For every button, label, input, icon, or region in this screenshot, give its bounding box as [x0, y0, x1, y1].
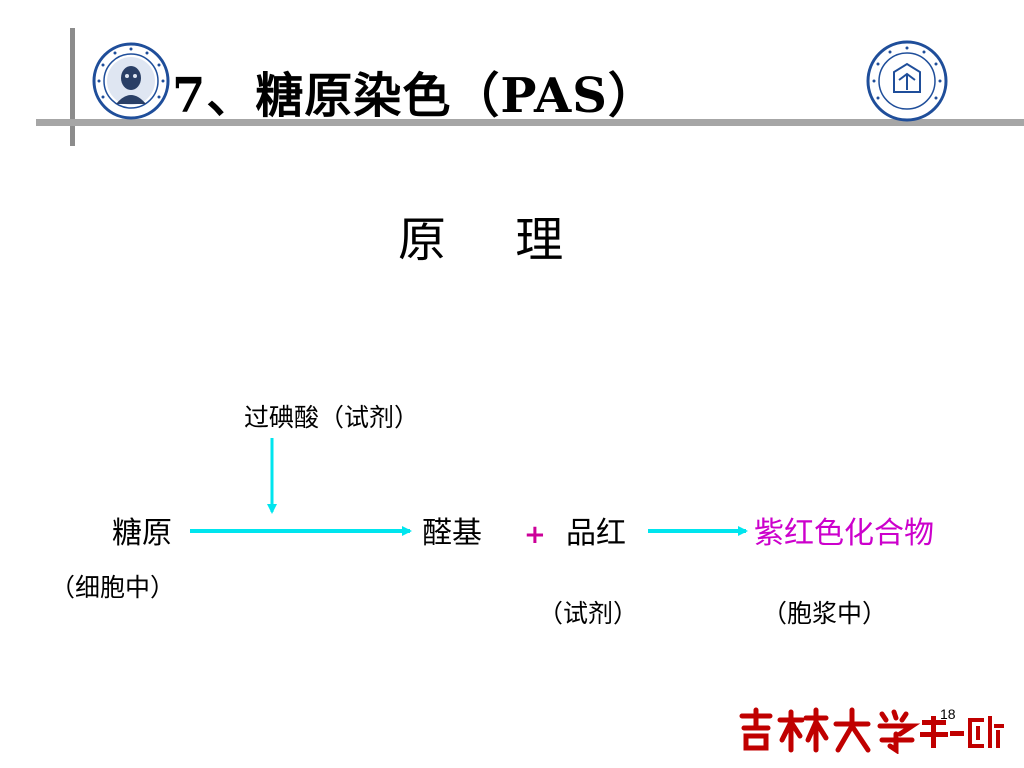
aldehyde-label: 醛基	[422, 516, 482, 551]
fuchsin-label: 品红	[566, 516, 626, 551]
glycogen-label: 糖原	[112, 516, 172, 551]
page-number: 18	[940, 706, 956, 722]
plus-sign: +	[524, 520, 546, 550]
periodic-acid-reagent-label: 过碘酸（试剂）	[244, 403, 420, 432]
fuchsin-reagent-note: （试剂）	[538, 599, 639, 628]
title-underline-bar	[36, 119, 1024, 126]
glycogen-location-label: （细胞中）	[50, 573, 176, 602]
university-seal-logo	[866, 40, 948, 122]
slide-title: 7、糖原染色（PAS）	[172, 68, 657, 124]
purple-red-compound-label: 紫红色化合物	[754, 516, 934, 551]
hospital-footer-logo	[739, 707, 1004, 754]
title-vertical-bar	[70, 28, 75, 146]
principle-heading: 原 理	[398, 212, 566, 268]
hospital-seal-logo	[92, 42, 170, 120]
cytoplasm-location-label: （胞浆中）	[762, 599, 888, 628]
